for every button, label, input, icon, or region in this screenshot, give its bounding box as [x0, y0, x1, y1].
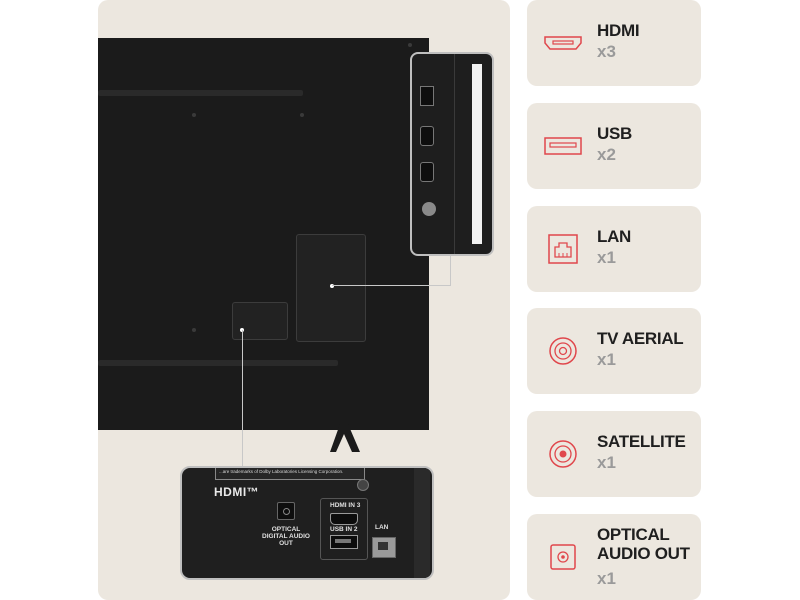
callout-line — [242, 330, 243, 466]
hdmi-in-label: HDMI IN 3 — [330, 502, 361, 509]
usb-icon — [543, 129, 583, 163]
callout-dot — [330, 284, 334, 288]
optical-port-label: OPTICAL DIGITAL AUDIO OUT — [262, 526, 310, 547]
product-image-panel: ...are trademarks of Dolby Laboratories … — [98, 0, 510, 600]
lan-label: LAN — [375, 524, 389, 531]
feature-card-optical-audio-out: OPTICAL AUDIO OUT x1 — [527, 514, 701, 600]
feature-title: OPTICAL AUDIO OUT — [597, 525, 690, 563]
tv-stand — [330, 424, 360, 452]
callout-line — [332, 285, 450, 286]
hdmi-logo: HDMI™ — [214, 485, 260, 499]
feature-count: x1 — [597, 248, 616, 267]
feature-count: x1 — [597, 350, 616, 369]
tv-screw — [192, 113, 196, 117]
tv-screw — [192, 328, 196, 332]
feature-count: x2 — [597, 145, 616, 164]
feature-card-hdmi: HDMI x3 — [527, 0, 701, 86]
feature-card-satellite: SATELLITE x1 — [527, 411, 701, 497]
feature-count: x1 — [597, 453, 616, 472]
usb-in-label: USB IN 2 — [330, 526, 358, 533]
side-ports-zoom — [410, 52, 494, 256]
feature-count: x3 — [597, 42, 616, 61]
feature-card-tv-aerial: TV AERIAL x1 — [527, 308, 701, 394]
tv-aerial-icon — [543, 334, 583, 368]
feature-title: LAN — [597, 227, 632, 246]
tv-screw — [300, 113, 304, 117]
lan-port — [372, 537, 396, 558]
callout-line — [450, 252, 451, 286]
tv-back-view — [98, 38, 429, 430]
feature-title: TV AERIAL — [597, 329, 684, 348]
side-port-bay — [296, 234, 366, 342]
lan-icon — [543, 232, 583, 266]
feature-card-usb: USB x2 — [527, 103, 701, 189]
feature-title: SATELLITE — [597, 432, 686, 451]
usb-port — [330, 535, 358, 549]
tv-vent-stripe — [98, 90, 303, 96]
hdmi-icon — [543, 26, 583, 60]
tv-screw — [408, 43, 412, 47]
feature-title: USB — [597, 124, 632, 143]
bottom-port-bay — [232, 302, 288, 340]
optical-audio-icon — [543, 540, 583, 574]
feature-title: HDMI — [597, 21, 640, 40]
satellite-icon — [543, 437, 583, 471]
legal-text: ...are trademarks of Dolby Laboratories … — [215, 468, 365, 480]
screw-icon — [357, 479, 369, 491]
optical-port — [277, 502, 295, 520]
hdmi-port — [330, 513, 358, 525]
feature-count: x1 — [597, 569, 616, 588]
feature-card-lan: LAN x1 — [527, 206, 701, 292]
tv-vent-stripe — [98, 360, 338, 366]
rear-ports-zoom: ...are trademarks of Dolby Laboratories … — [180, 466, 434, 580]
